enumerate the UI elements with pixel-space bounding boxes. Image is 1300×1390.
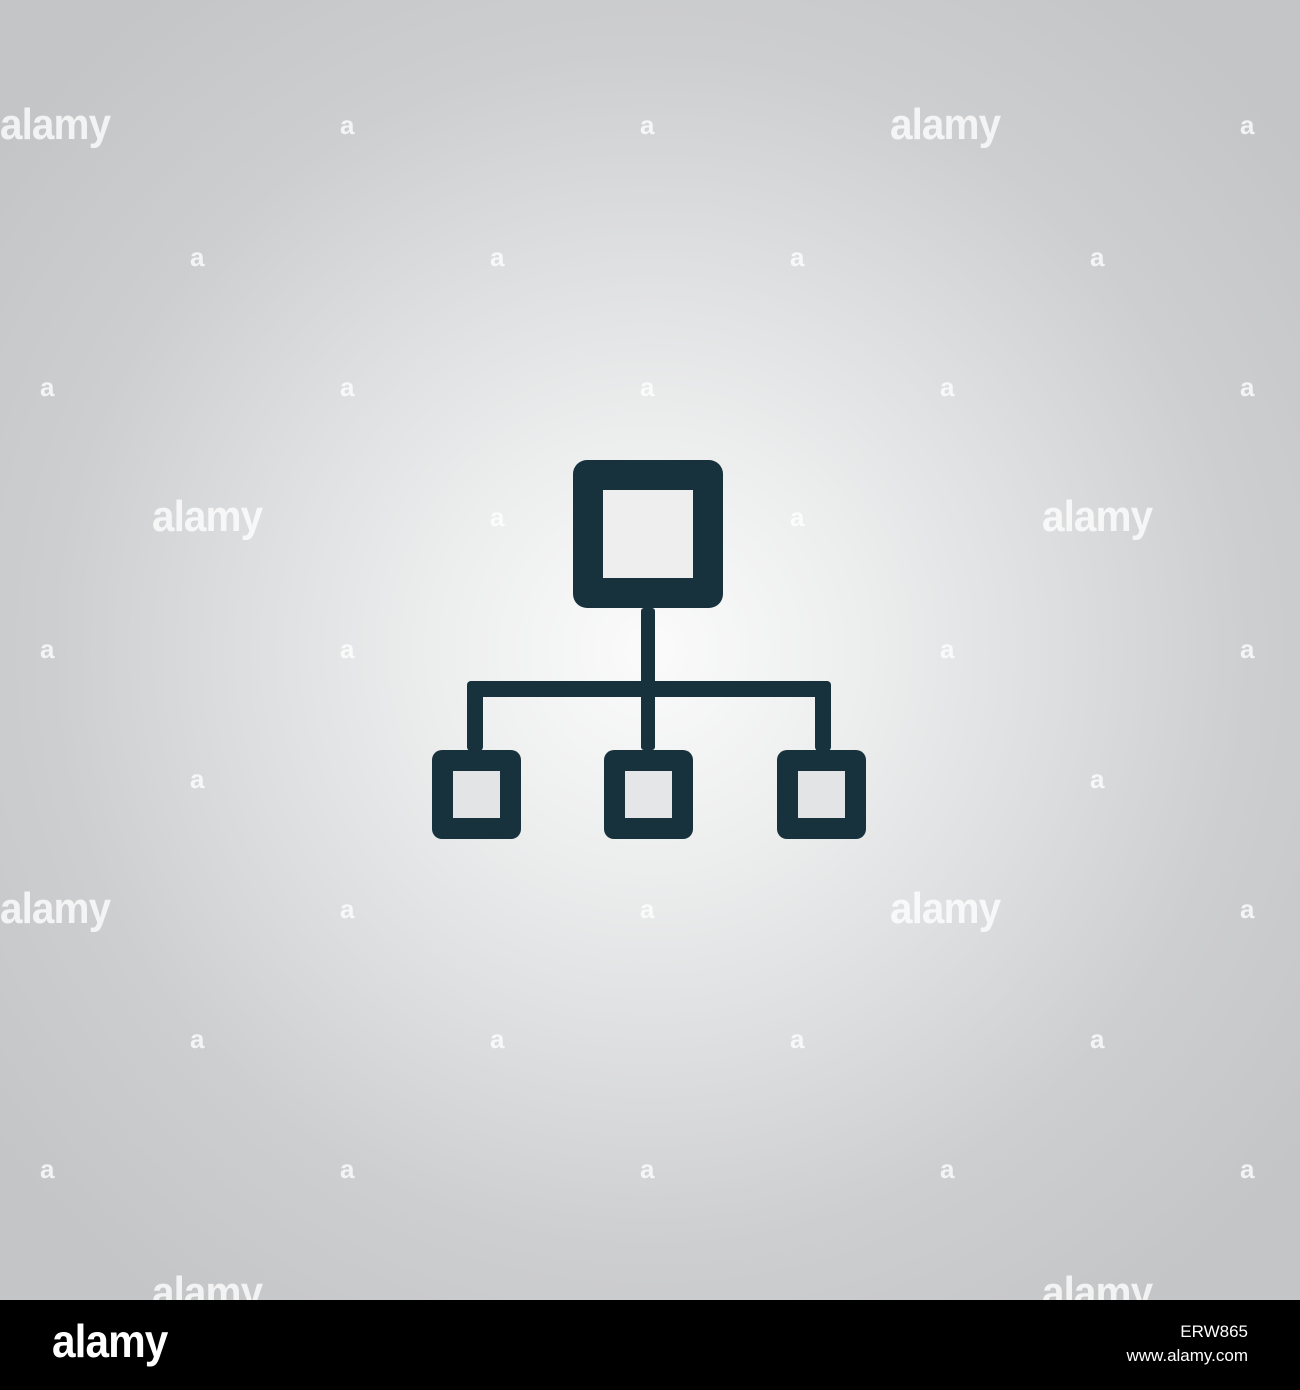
watermark-letter: a <box>340 634 355 664</box>
watermark-word: alamy <box>890 884 1001 933</box>
watermark-letter: a <box>1240 110 1255 140</box>
watermark-letter: a <box>640 110 655 140</box>
watermark-letter: a <box>340 110 355 140</box>
watermark-letter: a <box>790 242 805 272</box>
watermark-letter: a <box>640 1154 655 1184</box>
watermark-letter: a <box>190 764 205 794</box>
watermark-letter: a <box>1090 764 1105 794</box>
image-canvas: alamy a a alamy a a a a a a a a a a alam… <box>0 0 1300 1300</box>
alamy-logo: alamy <box>52 1315 168 1367</box>
watermark-word: alamy <box>890 100 1001 149</box>
watermark-letter: a <box>490 502 505 532</box>
watermark-letter: a <box>340 1154 355 1184</box>
watermark-letter: a <box>40 1154 55 1184</box>
watermark-letter: a <box>40 372 55 402</box>
watermark-letter: a <box>940 634 955 664</box>
watermark-letter: a <box>940 372 955 402</box>
watermark-letter: a <box>1240 894 1255 924</box>
watermark-letter: a <box>640 372 655 402</box>
watermark-word: alamy <box>152 1268 263 1300</box>
watermark-letter: a <box>490 242 505 272</box>
connector-bar <box>467 681 831 697</box>
image-id: ERW865 <box>1180 1322 1248 1341</box>
watermark-word: alamy <box>1042 492 1153 541</box>
watermark-word: alamy <box>0 884 111 933</box>
watermark-word: alamy <box>1042 1268 1153 1300</box>
watermark-letter: a <box>640 894 655 924</box>
watermark-letter: a <box>490 1024 505 1054</box>
watermark-letter: a <box>1240 372 1255 402</box>
watermark-letter: a <box>1090 1024 1105 1054</box>
site-url: www.alamy.com <box>1126 1346 1248 1365</box>
hierarchy-icon <box>420 450 880 850</box>
connector-right <box>815 681 831 751</box>
watermark-letter: a <box>340 372 355 402</box>
watermark-letter: a <box>790 1024 805 1054</box>
watermark-letter: a <box>1090 242 1105 272</box>
watermark-word: alamy <box>0 100 111 149</box>
watermark-letter: a <box>40 634 55 664</box>
watermark-letter: a <box>190 242 205 272</box>
watermark-letter: a <box>1240 1154 1255 1184</box>
watermark-letter: a <box>940 1154 955 1184</box>
watermark-letter: a <box>340 894 355 924</box>
watermark-letter: a <box>190 1024 205 1054</box>
watermark-word: alamy <box>152 492 263 541</box>
watermark-letter: a <box>790 502 805 532</box>
connector-stem <box>641 608 655 750</box>
image-id-block: ERW865 www.alamy.com <box>1126 1320 1248 1368</box>
connector-left <box>467 681 483 751</box>
footer-bar: alamy ERW865 www.alamy.com <box>0 1300 1300 1390</box>
watermark-letter: a <box>1240 634 1255 664</box>
